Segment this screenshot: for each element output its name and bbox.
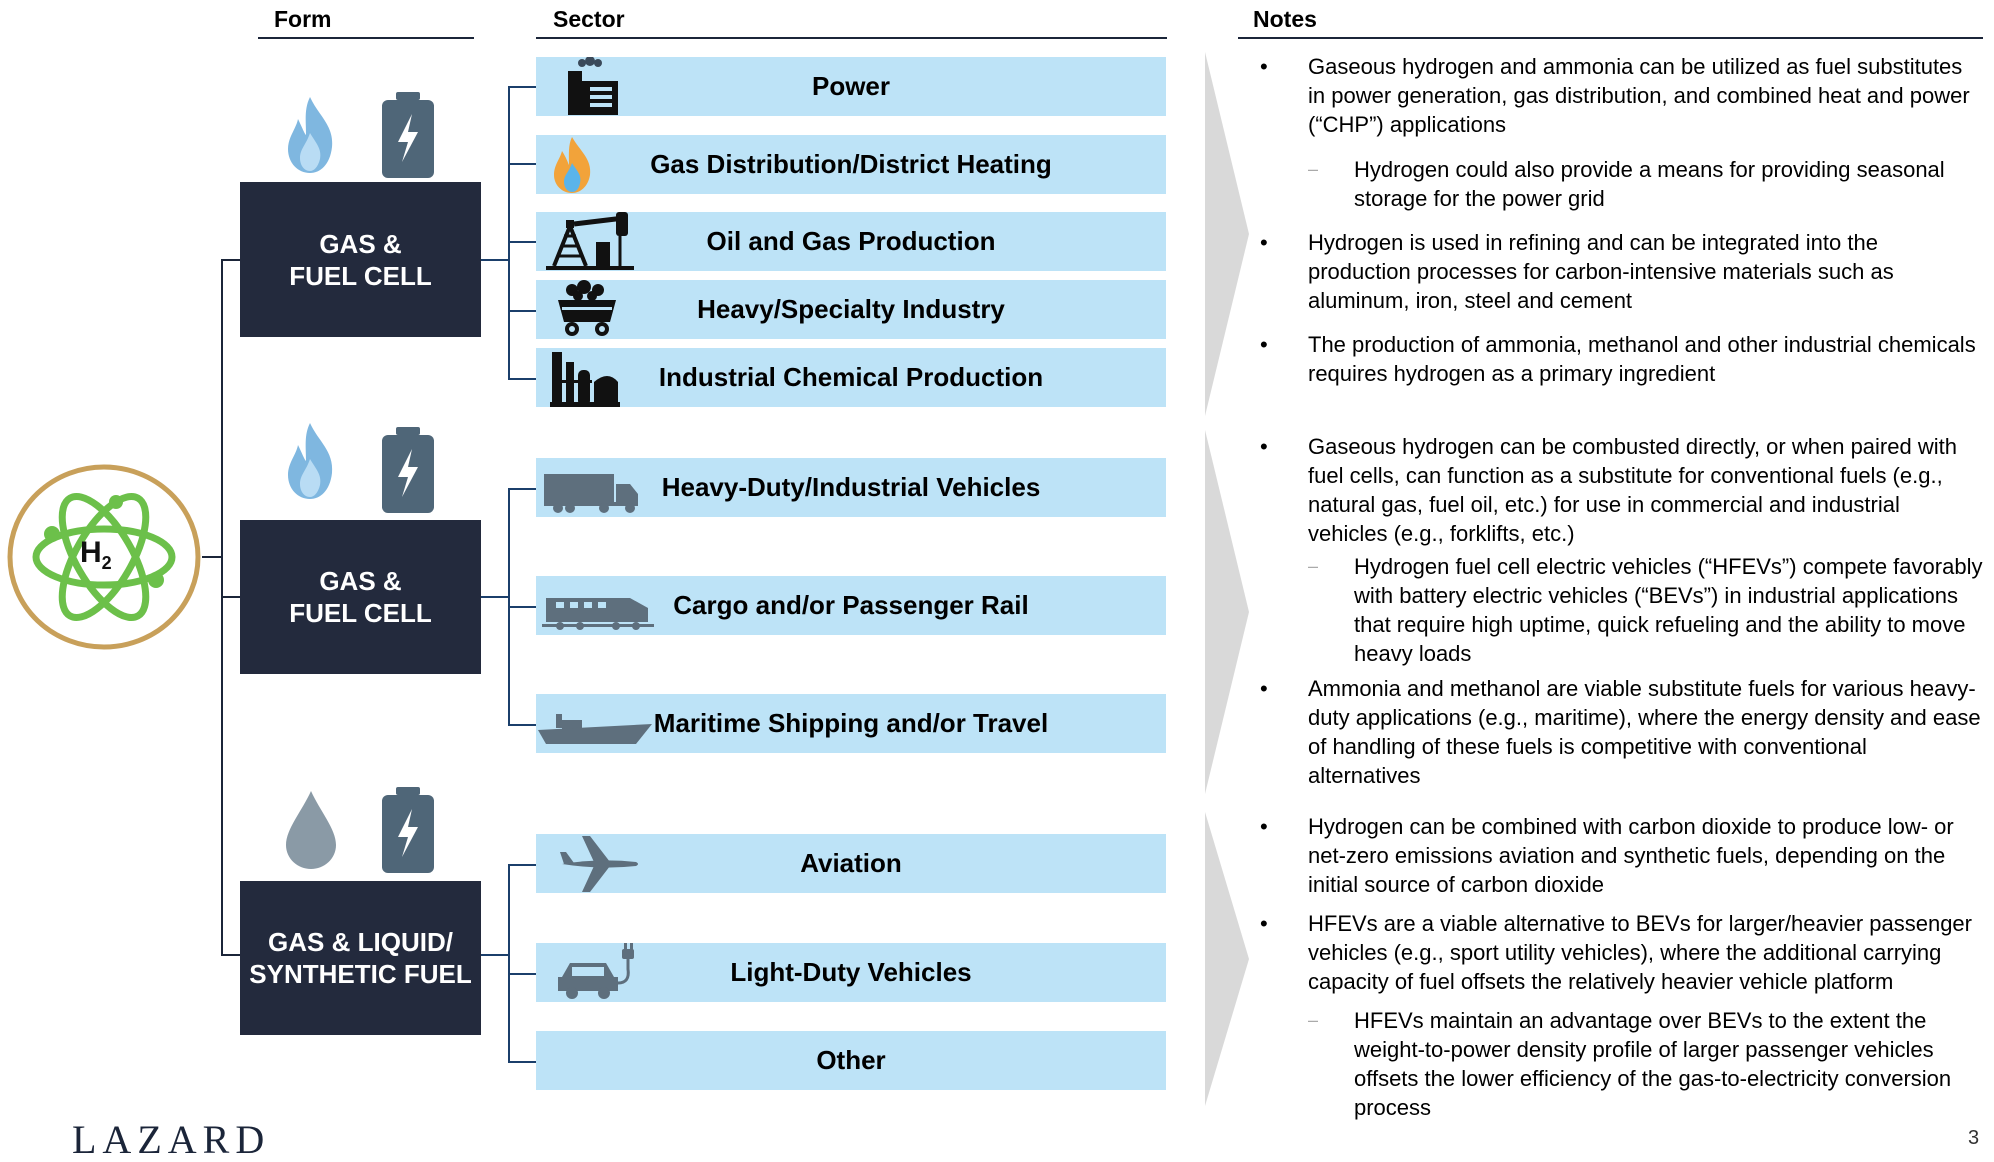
oil-pump-icon [544,212,636,271]
chevron-arrow [1205,430,1249,794]
sector-label: Light-Duty Vehicles [730,957,972,987]
mine-cart-icon [554,280,620,339]
form-label: SYNTHETIC FUEL [249,959,472,989]
page-number: 3 [1968,1127,1980,1149]
battery-icon [380,787,436,878]
tree-connector [508,864,510,1062]
note-bullet: Hydrogen is used in refining and can be … [1238,228,1983,315]
form-label: FUEL CELL [289,598,432,628]
sector-industrial-chemical-production: Industrial Chemical Production [536,348,1166,407]
note-bullet: Gaseous hydrogen and ammonia can be util… [1238,52,1983,139]
sector-label: Heavy/Specialty Industry [697,294,1005,324]
chevron-arrow [1205,812,1249,1106]
sector-label: Oil and Gas Production [706,226,996,256]
tree-connector [221,954,240,956]
form-header: Form [274,6,332,32]
sector-label: Other [816,1045,886,1075]
droplet-icon [284,789,338,874]
tree-connector [221,259,240,261]
form-box-gas-liquid-synthetic-fuel: GAS & LIQUID/ SYNTHETIC FUEL [240,881,481,1035]
truck-icon [542,458,642,517]
note-sub-bullet: Hydrogen could also provide a means for … [1238,155,1983,213]
notes-header-rule [1238,37,1983,39]
form-box-gas-fuel-cell: GAS & FUEL CELL [240,182,481,337]
tree-connector [508,241,536,243]
hydrogen-hub-icon [6,462,202,652]
flame-icon [284,421,336,506]
sector-label: Maritime Shipping and/or Travel [653,708,1049,738]
chevron-arrow [1205,52,1249,416]
tree-connector [508,488,536,490]
tree-connector [508,724,536,726]
tree-connector [508,606,536,608]
form-label: FUEL CELL [289,260,432,291]
airplane-icon [560,834,640,893]
form-label: GAS & LIQUID/ [268,927,453,957]
notes-header: Notes [1253,6,1317,32]
refinery-icon [550,348,620,407]
tree-connector [508,378,536,380]
sector-gas-distribution: Gas Distribution/District Heating [536,135,1166,194]
tree-connector [481,596,509,598]
sector-other: Other [536,1031,1166,1090]
note-bullet: Hydrogen can be combined with carbon dio… [1238,812,1983,899]
form-label: GAS & [319,228,402,259]
electric-car-icon [558,943,642,1002]
sector-aviation: Aviation [536,834,1166,893]
note-bullet: The production of ammonia, methanol and … [1238,330,1983,388]
sector-rail: Cargo and/or Passenger Rail [536,576,1166,635]
tree-connector [221,259,223,954]
battery-icon [380,92,436,183]
tree-connector [508,973,536,975]
form-box-gas-fuel-cell: GAS & FUEL CELL [240,520,481,674]
ship-icon [536,694,652,753]
tree-connector [508,86,536,88]
note-bullet: Ammonia and methanol are viable substitu… [1238,674,1983,790]
sector-label: Gas Distribution/District Heating [650,149,1052,179]
tree-connector [508,163,536,165]
sector-label: Industrial Chemical Production [658,362,1044,392]
sector-label: Power [811,71,891,101]
tree-connector [481,954,509,956]
tree-connector [508,310,536,312]
flame-icon [550,135,594,194]
sector-label: Heavy-Duty/Industrial Vehicles [661,472,1041,502]
hub-label: H2 H2 [80,536,112,573]
form-header-rule [258,37,474,39]
notes-group-1: Gaseous hydrogen and ammonia can be util… [1238,52,1983,388]
tree-connector [508,864,536,866]
sector-header: Sector [553,6,625,32]
tree-connector [202,556,222,558]
note-bullet: Gaseous hydrogen can be combusted direct… [1238,432,1983,548]
tree-connector [221,596,240,598]
notes-group-3: Hydrogen can be combined with carbon dio… [1238,812,1983,1122]
sector-heavy-duty-vehicles: Heavy-Duty/Industrial Vehicles [536,458,1166,517]
power-plant-icon [560,57,624,116]
sector-label: Cargo and/or Passenger Rail [673,590,1029,620]
sector-heavy-specialty-industry: Heavy/Specialty Industry [536,280,1166,339]
tree-connector [508,1061,536,1063]
note-sub-bullet: HFEVs maintain an advantage over BEVs to… [1238,1006,1983,1122]
tree-connector [508,86,510,379]
lazard-logo: LAZARD [72,1117,271,1162]
sector-label: Aviation [800,848,902,878]
sector-header-rule [536,37,1167,39]
note-sub-bullet: Hydrogen fuel cell electric vehicles (“H… [1238,552,1983,668]
sector-oil-gas-production: Oil and Gas Production [536,212,1166,271]
tree-connector [481,259,509,261]
form-label: GAS & [319,566,402,596]
battery-icon [380,427,436,518]
train-icon [540,576,656,635]
notes-group-2: Gaseous hydrogen can be combusted direct… [1238,432,1983,790]
sector-power: Power [536,57,1166,116]
flame-icon [284,95,336,180]
note-bullet: HFEVs are a viable alternative to BEVs f… [1238,909,1983,996]
sector-light-duty-vehicles: Light-Duty Vehicles [536,943,1166,1002]
sector-maritime: Maritime Shipping and/or Travel [536,694,1166,753]
